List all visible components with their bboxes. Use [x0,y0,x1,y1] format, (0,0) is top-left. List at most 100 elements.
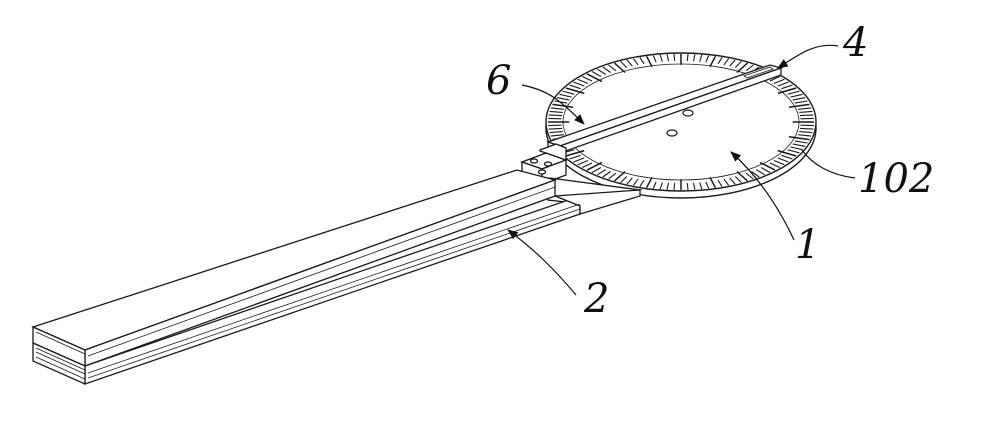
major-tick [788,136,810,141]
minor-tick [781,84,793,90]
minor-tick [569,154,581,160]
minor-tick [548,114,563,117]
minor-tick [794,140,808,144]
label-2: 2 [583,276,609,322]
leader-6 [521,84,585,125]
minor-tick [666,182,670,190]
major-tick [645,55,653,68]
minor-tick [562,90,575,95]
major-tick [709,176,717,189]
minor-tick [773,159,785,166]
minor-tick [723,58,730,66]
center-holes [666,109,694,137]
minor-tick [573,81,585,87]
minor-tick [787,149,800,154]
ruler-edge-lines [35,186,581,380]
minor-tick [799,127,814,130]
minor-tick [717,179,723,187]
minor-tick [569,84,581,90]
major-tick [736,62,748,74]
minor-tick [626,177,633,185]
minor-tick [798,107,812,110]
minor-tick [777,157,789,163]
minor-tick [632,178,639,186]
minor-tick [705,181,710,189]
minor-tick [559,93,572,98]
minor-tick [790,146,803,151]
minor-tick [756,169,765,176]
minor-tick [573,157,585,163]
major-tick [552,103,574,108]
minor-tick [723,178,730,186]
minor-tick [799,110,813,113]
minor-tick [792,143,806,147]
minor-tick [751,171,760,178]
minor-tick [699,54,703,62]
major-tick [736,170,748,182]
minor-tick [626,59,633,67]
minor-tick [792,97,806,101]
minor-tick [799,114,814,117]
major-tick [645,176,653,189]
minor-tick [692,54,696,62]
minor-tick [673,54,676,61]
major-tick [777,87,797,95]
minor-tick [790,93,803,98]
minor-tick [591,167,602,173]
label-4: 4 [842,20,868,66]
minor-tick [577,78,589,85]
ruler-arm [31,169,643,385]
minor-tick [597,68,606,75]
minor-tick [666,54,670,62]
leader-2 [507,229,577,296]
minor-tick [556,97,570,101]
minor-tick [769,76,781,82]
major-tick [586,161,603,171]
minor-tick [769,162,781,168]
minor-tick [632,58,639,66]
leader-102 [801,149,856,179]
minor-tick [591,71,602,77]
minor-tick [652,181,657,189]
minor-tick [692,182,696,190]
major-tick [788,103,810,108]
label-1: 1 [795,222,820,268]
minor-tick [781,154,793,160]
minor-tick [652,55,657,63]
minor-tick [550,134,564,137]
minor-tick [659,54,663,62]
minor-tick [549,131,563,134]
minor-tick [787,90,800,95]
minor-tick [760,167,771,173]
minor-tick [773,78,785,85]
major-tick [614,62,626,74]
minor-tick [639,57,645,65]
minor-tick [686,183,689,190]
minor-tick [777,81,789,87]
label-6: 6 [486,58,511,104]
major-tick [759,161,776,171]
minor-tick [608,172,617,180]
major-tick [565,149,585,157]
major-tick [586,73,603,83]
major-tick [709,55,717,68]
minor-tick [639,179,645,187]
pointer-arm [545,64,784,154]
minor-tick [550,107,564,110]
minor-tick [745,172,754,180]
minor-tick [549,110,563,113]
major-tick [614,170,626,182]
minor-tick [597,169,606,176]
minor-tick [581,162,593,168]
minor-tick [608,64,617,72]
minor-tick [659,182,663,190]
minor-tick [686,54,689,61]
minor-tick [705,55,710,63]
leader-1 [730,151,795,241]
minor-tick [798,134,812,137]
major-tick [777,149,797,157]
leader-lines [507,44,856,296]
minor-tick [729,177,736,185]
